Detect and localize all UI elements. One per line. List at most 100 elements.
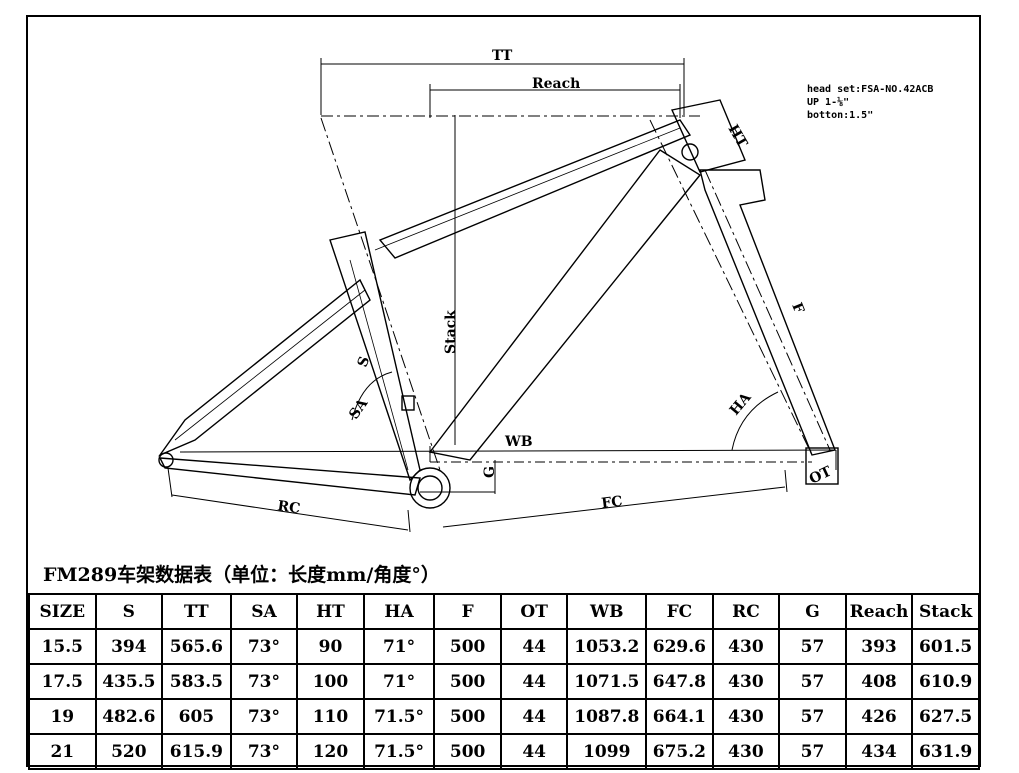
- table-cell: 605: [161, 698, 232, 735]
- header-cell: HT: [296, 593, 365, 630]
- table-cell: 19: [28, 698, 97, 735]
- header-cell: G: [778, 593, 847, 630]
- table-cell: 100: [296, 663, 365, 700]
- g-label: G: [482, 466, 498, 478]
- ht-label: HT: [725, 122, 751, 151]
- header-cell: HA: [362, 593, 436, 630]
- table-cell: 71°: [362, 628, 436, 665]
- seat-tube: [329, 231, 421, 482]
- table-cell: 71.5°: [362, 733, 436, 770]
- table-cell: 90: [296, 628, 365, 665]
- headset-note: head set:FSA-NO.42ACB: [807, 84, 934, 95]
- header-cell: SA: [229, 593, 299, 630]
- sa-label: SA: [346, 395, 372, 422]
- top-tube: [378, 119, 692, 259]
- header-cell: TT: [161, 593, 232, 630]
- fork-dropout: [805, 447, 839, 485]
- table-cell: 394: [94, 628, 164, 665]
- head-tube: [671, 99, 746, 173]
- table-cell: 73°: [229, 698, 299, 735]
- table-cell: 71°: [362, 663, 436, 700]
- table-cell: 430: [711, 663, 781, 700]
- header-cell: OT: [499, 593, 569, 630]
- header-cell: SIZE: [28, 593, 97, 630]
- header-cell: RC: [711, 593, 781, 630]
- table-cell: 430: [711, 628, 781, 665]
- table-caption: FM289车架数据表（单位：长度mm/角度°）: [43, 564, 440, 586]
- table-cell: 73°: [229, 628, 299, 665]
- table-cell: 73°: [229, 733, 299, 770]
- fork: [699, 169, 836, 456]
- table-cell: 629.6: [645, 628, 714, 665]
- table-cell: 601.5: [911, 628, 980, 665]
- header-cell: S: [94, 593, 164, 630]
- table-cell: 631.9: [911, 733, 980, 770]
- table-cell: 17.5: [28, 663, 97, 700]
- table-cell: 71.5°: [362, 698, 436, 735]
- tt-label: TT: [492, 48, 513, 64]
- s-label: S: [355, 354, 373, 369]
- table-cell: 500: [433, 628, 502, 665]
- upper-bearing-note: UP 1-⅛": [807, 97, 850, 108]
- table-cell: 664.1: [645, 698, 714, 735]
- down-tube: [428, 149, 702, 461]
- table-cell: 120: [296, 733, 365, 770]
- table-cell: 1053.2: [566, 628, 648, 665]
- header-cell: FC: [645, 593, 714, 630]
- fork-axis-line: [704, 169, 831, 451]
- table-cell: 426: [844, 698, 914, 735]
- table-cell: 57: [778, 628, 847, 665]
- table-cell: 435.5: [94, 663, 164, 700]
- table-cell: 565.6: [161, 628, 232, 665]
- header-cell: WB: [566, 593, 648, 630]
- table-cell: 393: [844, 628, 914, 665]
- stack-label: Stack: [443, 310, 459, 354]
- chain-stay: [158, 457, 421, 496]
- table-cell: 57: [778, 698, 847, 735]
- table-cell: 434: [844, 733, 914, 770]
- table-cell: 627.5: [911, 698, 980, 735]
- frame-geometry-drawing: TT Reach Stack S SA HT F HA WB G OT RC F…: [157, 48, 839, 533]
- frame-tubes: [157, 99, 839, 509]
- seat-stay: [157, 278, 371, 457]
- header-cell: F: [433, 593, 502, 630]
- dimension-lines: [167, 58, 837, 533]
- bottom-bracket: [409, 467, 451, 509]
- table-cell: 583.5: [161, 663, 232, 700]
- table-cell: 73°: [229, 663, 299, 700]
- bottom-bearing-note: botton:1.5": [807, 110, 874, 121]
- f-label: F: [788, 301, 807, 316]
- table-cell: 430: [711, 733, 781, 770]
- fc-label: FC: [601, 494, 624, 512]
- rear-dropout: [158, 452, 174, 468]
- seat-tube-axis-line: [320, 117, 441, 471]
- ha-label: HA: [727, 389, 755, 419]
- table-cell: 615.9: [161, 733, 232, 770]
- rc-label: RC: [276, 498, 301, 517]
- table-cell: 500: [433, 698, 502, 735]
- table-cell: 500: [433, 663, 502, 700]
- table-cell: 1071.5: [566, 663, 648, 700]
- table-cell: 500: [433, 733, 502, 770]
- reach-label: Reach: [532, 76, 580, 92]
- table-cell: 57: [778, 733, 847, 770]
- table-cell: 15.5: [28, 628, 97, 665]
- table-cell: 44: [499, 698, 569, 735]
- table-cell: 1099: [566, 733, 648, 770]
- header-cell: Stack: [911, 593, 980, 630]
- table-cell: 430: [711, 698, 781, 735]
- table-cell: 482.6: [94, 698, 164, 735]
- table-header-row: SIZE S TT SA HT HA F OT WB FC RC G Reach…: [28, 593, 980, 630]
- table-cell: 408: [844, 663, 914, 700]
- rc-dimension-line: [171, 494, 409, 531]
- table-cell: 675.2: [645, 733, 714, 770]
- header-cell: Reach: [844, 593, 914, 630]
- table-cell: 647.8: [645, 663, 714, 700]
- table-cell: 610.9: [911, 663, 980, 700]
- table-cell: 1087.8: [566, 698, 648, 735]
